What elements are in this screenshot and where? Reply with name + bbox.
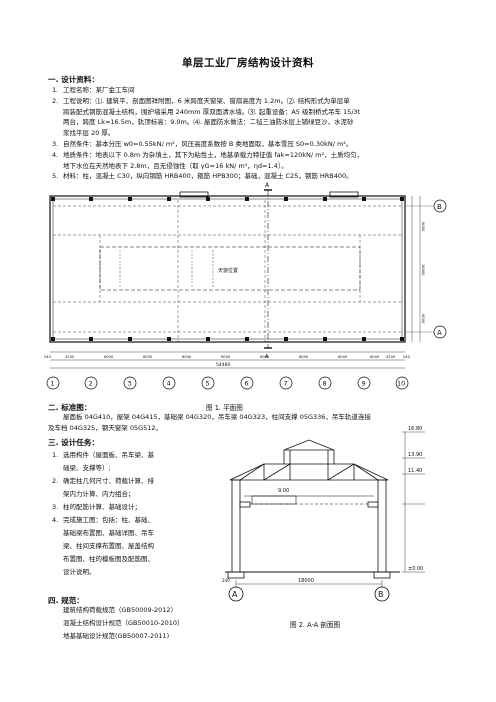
- axis-4-label: 4: [167, 380, 171, 388]
- plan-drawing: A A 天窗位置 B A 54480 240 4200 6000 6000 60…: [44, 182, 447, 390]
- section-span-dim: 18000: [298, 578, 314, 584]
- axis-9-label: 9: [362, 380, 366, 388]
- code-3: 地基基础设计规范(GB50007-2011): [63, 632, 170, 640]
- section-wall-dim: 240: [222, 578, 230, 583]
- bay-dim: 240: [403, 355, 411, 359]
- level-13-90: 13.90: [408, 452, 422, 458]
- bay-dim: 6000: [182, 355, 192, 359]
- code-1: 建筑结构荷载规范（GB50009-2012）: [63, 606, 178, 614]
- task1-line1: 选用构件（屋面板、吊车梁、基: [63, 451, 154, 459]
- bay-dim: 6000: [299, 355, 309, 359]
- item1-num: 1.: [52, 86, 59, 94]
- item3-line: 自然条件：基本分压 w0=0.55kN/ m²，风压高度系数按 B 类地面取，基…: [63, 140, 353, 148]
- item2-line3: 两台，跨度 Lk=16.5m，轨顶标高：9.0m。⑷. 屋面防水做法：二毡三油防…: [63, 118, 354, 127]
- bay-dim: 6000: [143, 355, 153, 359]
- task4-line4: 布置图、柱的模板图及配筋图、: [63, 555, 154, 563]
- axis-6-label: 6: [245, 380, 249, 388]
- task4-line2: 基础梁布置图、基础详图、吊车: [63, 529, 154, 537]
- section-axis-b: B: [378, 590, 384, 599]
- bay-dim: 6000: [221, 355, 231, 359]
- plan-cut-label-bottom: A: [265, 354, 269, 360]
- axis-7-label: 7: [284, 380, 288, 388]
- task1-num: 1.: [52, 451, 59, 459]
- item4-line1: 地质条件：地表以下 0.8m 为杂填土，其下为粘性土，地基承载力特征值 fak=…: [63, 151, 364, 159]
- section2-line2: 及车档 04G325，钢天窗架 05G512。: [48, 423, 163, 432]
- section2-heading: 二. 标准图：: [48, 403, 92, 412]
- right-dim: 6000: [421, 314, 425, 324]
- task2-line2: 架内力计算、内力组合；: [63, 490, 135, 498]
- task3-line1: 柱的配筋计算、基础设计；: [63, 503, 141, 511]
- axis-1-label: 1: [51, 380, 55, 388]
- item2-num: 2.: [52, 97, 59, 105]
- task2-line1: 确定柱几何尺寸、荷载计算、排: [63, 477, 154, 485]
- axis-2-label: 2: [89, 380, 93, 388]
- section3-heading: 三. 设计任务：: [48, 438, 100, 447]
- plan-cut-label-top: A: [265, 182, 270, 189]
- bay-dim: 6000: [338, 355, 348, 359]
- item4-line2: 地下水位在天然地表下 2.8m，且无侵蚀性（取 γG=16 kN/ m³，ηd=…: [63, 161, 288, 170]
- item2-line1: 工程说明：⑴. 建筑平、剖面图祥附图，6 米跨度天窗架、窗扇高度为 1.2m。⑵…: [63, 97, 350, 105]
- plan-caption: 图 1. 平面图: [206, 404, 243, 412]
- item4-num: 4.: [52, 151, 59, 159]
- document-title: 单层工业厂房结构设计资料: [182, 57, 314, 69]
- item2-line2: 跨装配式钢筋混凝土结构，围护墙采用 240mm 厚双面清水墙。⑶. 起重设备：A…: [63, 107, 361, 116]
- item5-line: 材料：柱，混凝土 C30，纵向钢筋 HRB400，箍筋 HPB300；基础，混凝…: [63, 172, 353, 180]
- task3-num: 3.: [52, 503, 59, 511]
- task4-line3: 梁、柱间支撑布置图、屋盖结构: [63, 542, 154, 550]
- section4-heading: 四. 规范：: [48, 596, 84, 605]
- level-9-00: 9.00: [278, 488, 289, 494]
- section-caption: 图 2. A-A 剖面图: [290, 621, 341, 629]
- level-11-40: 11.40: [408, 468, 422, 474]
- bay-dim: 4200: [386, 355, 396, 359]
- bay-dim: 240: [44, 355, 52, 359]
- right-dim: 6000: [421, 222, 425, 232]
- section-drawing: 16.80 13.90 11.40 9.00 ±0.00 18000 240 A…: [222, 426, 425, 602]
- axis-b-label: B: [437, 203, 442, 211]
- task2-num: 2.: [52, 477, 59, 485]
- section2-line1: 屋面板 04G410，屋架 04G415，基础梁 04G320，吊车梁 04G3…: [63, 413, 371, 421]
- right-dim: 18000: [421, 264, 425, 276]
- bay-dim: 6000: [104, 355, 114, 359]
- item1-line: 工程名称：某厂金工车间: [63, 86, 135, 94]
- axis-5-label: 5: [206, 380, 210, 388]
- level-0-00: ±0.00: [408, 566, 423, 572]
- axis-3-label: 3: [128, 380, 132, 388]
- task1-line2: 础梁、支撑等）;: [63, 464, 111, 472]
- plan-total-dim: 54480: [216, 362, 230, 368]
- item2-line4: 浆找平层 20 厚。: [63, 128, 115, 137]
- bay-dim: 6000: [260, 355, 270, 359]
- task4-num: 4.: [52, 516, 59, 524]
- axis-8-label: 8: [323, 380, 327, 388]
- level-16-80: 16.80: [408, 426, 422, 432]
- skylight-label: 天窗位置: [218, 267, 238, 274]
- task4-line1: 完成施工图：包括：柱、基础、: [63, 516, 154, 524]
- axis-a-label: A: [437, 329, 442, 337]
- bay-dim: 6000: [370, 355, 380, 359]
- axis-10-label: 10: [397, 380, 405, 388]
- code-2: 混凝土结构设计规范（GB50010-2010）: [63, 619, 184, 627]
- bay-dim: 4200: [65, 355, 75, 359]
- task4-line5: 设计说明。: [63, 568, 96, 576]
- item5-num: 5.: [52, 172, 59, 180]
- section1-heading: 一. 设计资料：: [48, 75, 100, 84]
- section-axis-a: A: [232, 590, 238, 599]
- item3-num: 3.: [52, 140, 59, 148]
